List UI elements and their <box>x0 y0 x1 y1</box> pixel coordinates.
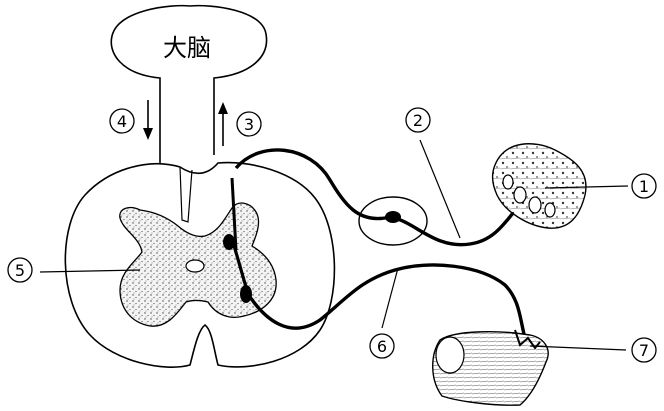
label-2: 2 <box>406 108 430 132</box>
label-1: 1 <box>632 174 656 198</box>
brain-label: 大脑 <box>163 34 211 62</box>
svg-text:1: 1 <box>639 177 649 196</box>
ascending-arrow <box>218 102 228 146</box>
svg-text:7: 7 <box>639 341 649 360</box>
svg-text:2: 2 <box>413 111 423 130</box>
svg-text:5: 5 <box>15 261 25 280</box>
label-6: 6 <box>370 334 394 358</box>
brain: 大脑 <box>111 6 266 165</box>
label-4: 4 <box>110 109 134 133</box>
descending-arrow <box>143 100 153 140</box>
svg-text:6: 6 <box>377 337 387 356</box>
label-3: 3 <box>237 112 261 136</box>
central-canal <box>186 260 204 272</box>
receptor <box>493 144 586 228</box>
ganglion-cell-body <box>385 211 401 223</box>
svg-text:3: 3 <box>244 115 254 134</box>
label-5: 5 <box>8 258 32 282</box>
label-7: 7 <box>632 338 656 362</box>
svg-text:4: 4 <box>117 112 127 131</box>
effector <box>433 330 548 405</box>
